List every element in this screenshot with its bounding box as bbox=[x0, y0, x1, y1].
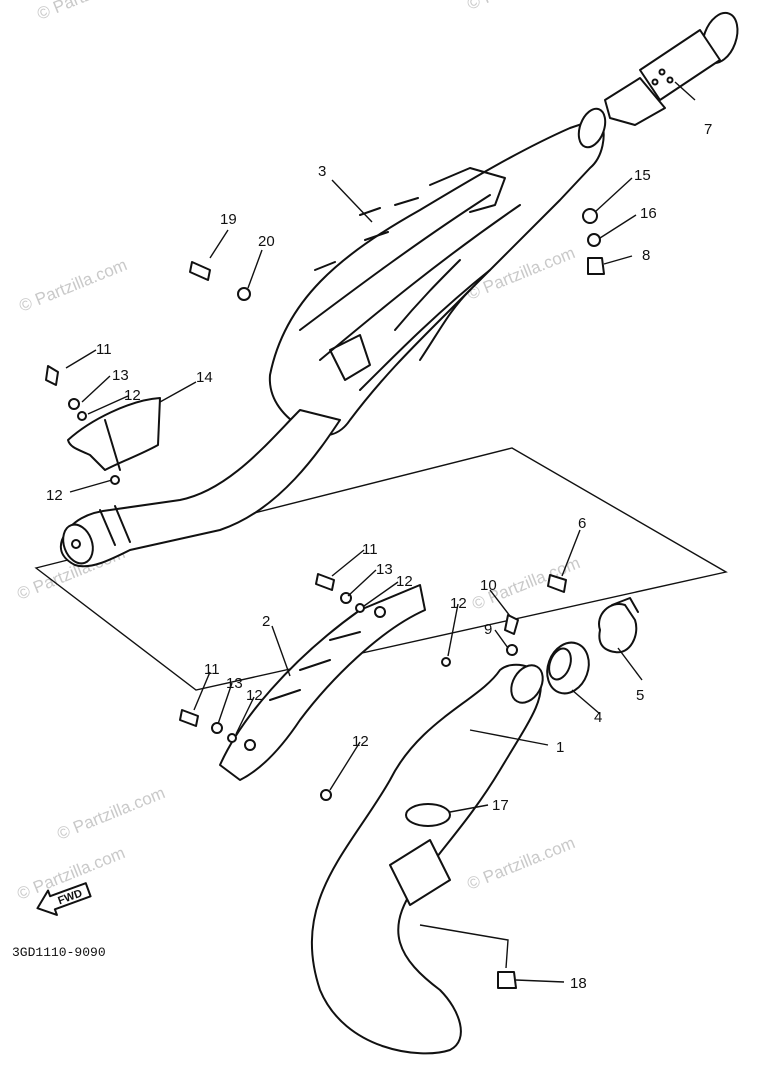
tail-pipe bbox=[604, 11, 739, 126]
fwd-arrow: FWD bbox=[36, 882, 92, 916]
callout-11: 11 bbox=[204, 661, 220, 678]
protector-large bbox=[219, 584, 426, 781]
muffler-link-pipe bbox=[59, 409, 341, 568]
callout-12: 12 bbox=[246, 687, 263, 704]
watermark: © Partzilla.com bbox=[34, 0, 147, 24]
callout-9: 9 bbox=[484, 621, 492, 638]
muffler bbox=[268, 107, 607, 437]
callout-4: 4 bbox=[594, 709, 602, 726]
callout-15: 15 bbox=[634, 167, 651, 184]
callout-10: 10 bbox=[480, 577, 497, 594]
callout-12: 12 bbox=[450, 595, 467, 612]
gasket bbox=[546, 641, 590, 695]
callout-12: 12 bbox=[396, 573, 413, 590]
fasteners bbox=[45, 208, 605, 989]
watermark: © Partzilla.com bbox=[464, 833, 577, 894]
callout-16: 16 bbox=[640, 205, 657, 222]
callout-2: 2 bbox=[262, 613, 270, 630]
callout-5: 5 bbox=[636, 687, 644, 704]
callout-17: 17 bbox=[492, 797, 509, 814]
diagram-code: 3GD1110-9090 bbox=[12, 945, 106, 960]
callout-8: 8 bbox=[642, 247, 650, 264]
callout-1: 1 bbox=[556, 739, 564, 756]
callout-20: 20 bbox=[258, 233, 275, 250]
leader-lines bbox=[65, 81, 696, 983]
group-frame bbox=[34, 447, 728, 691]
watermark-main: © Partzilla.com bbox=[16, 255, 129, 316]
callout-13: 13 bbox=[112, 367, 129, 384]
callout-12: 12 bbox=[46, 487, 63, 504]
callout-11: 11 bbox=[362, 541, 378, 558]
callout-19: 19 bbox=[220, 211, 237, 228]
callout-labels: 3 19 20 7 15 16 8 11 13 12 14 12 11 13 1… bbox=[46, 121, 712, 992]
callout-7: 7 bbox=[704, 121, 712, 138]
callout-12: 12 bbox=[124, 387, 141, 404]
exhaust-pipe bbox=[310, 663, 544, 1055]
callout-11: 11 bbox=[96, 341, 112, 358]
clamp bbox=[598, 597, 639, 654]
callout-18: 18 bbox=[570, 975, 587, 992]
callout-12: 12 bbox=[352, 733, 369, 750]
callout-13: 13 bbox=[376, 561, 393, 578]
protector-small bbox=[67, 397, 161, 471]
callout-13: 13 bbox=[226, 675, 243, 692]
watermark: © Partzilla.com bbox=[54, 783, 167, 844]
callout-3: 3 bbox=[318, 163, 326, 180]
callout-6: 6 bbox=[578, 515, 586, 532]
watermark: © Partzilla.com bbox=[464, 0, 577, 14]
callout-14: 14 bbox=[196, 369, 213, 386]
